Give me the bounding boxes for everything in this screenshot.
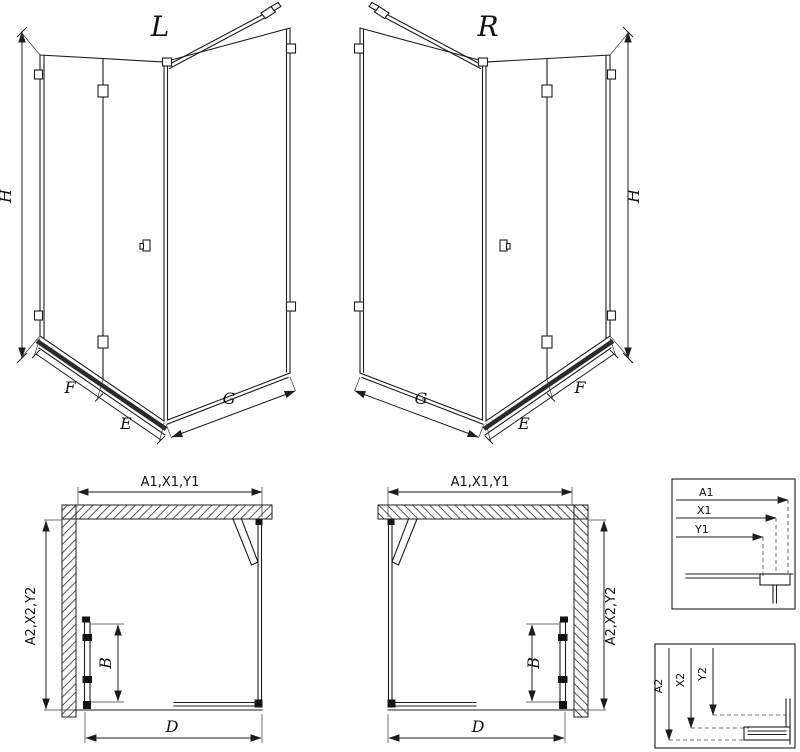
view-3d-right: R H F E G [355, 3, 643, 445]
enclosure-3d-left [17, 3, 296, 445]
dim-label-b-left: B [96, 657, 115, 670]
detail-label-y1: Y1 [694, 523, 709, 536]
detail-label-a2: A2 [652, 679, 665, 694]
view-plan-left: A1,X1,Y1 A2,X2,Y2 B D [24, 475, 272, 743]
dim-label-a1-left: A1,X1,Y1 [141, 475, 200, 490]
dim-label-d-left: D [165, 717, 179, 736]
dim-label-h-left: H [0, 188, 15, 204]
dim-label-g-left: G [223, 389, 236, 408]
dim-label-e-right: E [517, 414, 530, 433]
wall-profile-section-2 [743, 698, 791, 745]
detail-horizontal-dims: A1 X1 Y1 [671, 478, 796, 610]
enclosure-plan-right [378, 487, 606, 743]
detail-box-1 [671, 478, 796, 610]
dim-label-a1-right: A1,X1,Y1 [451, 475, 510, 490]
dim-label-f-right: F [573, 378, 586, 397]
dim-label-a2-left: A2,X2,Y2 [24, 587, 39, 646]
detail-label-x2: X2 [674, 673, 687, 688]
enclosure-3d-right [355, 3, 634, 445]
dim-label-f-left: F [63, 378, 76, 397]
dim-label-a2-right: A2,X2,Y2 [604, 587, 619, 646]
enclosure-plan-left [44, 487, 272, 743]
dim-label-e-left: E [119, 414, 132, 433]
detail-vertical-dims: A2 X2 Y2 [652, 643, 796, 749]
dim-label-h-right: H [624, 188, 643, 204]
view-label-right: R [476, 10, 498, 43]
dim-label-d-right: D [471, 717, 485, 736]
view-label-left: L [150, 10, 170, 43]
view-3d-left: L H F E G [0, 3, 296, 445]
view-plan-right: A1,X1,Y1 A2,X2,Y2 B D [378, 475, 619, 743]
detail-label-x1: X1 [697, 504, 712, 517]
detail-label-y2: Y2 [696, 667, 709, 682]
dim-label-b-right: B [524, 657, 543, 670]
wall-profile-section-1 [685, 573, 794, 604]
detail-label-a1: A1 [699, 486, 714, 499]
detail-box-2 [654, 643, 796, 749]
dim-label-g-right: G [415, 389, 428, 408]
